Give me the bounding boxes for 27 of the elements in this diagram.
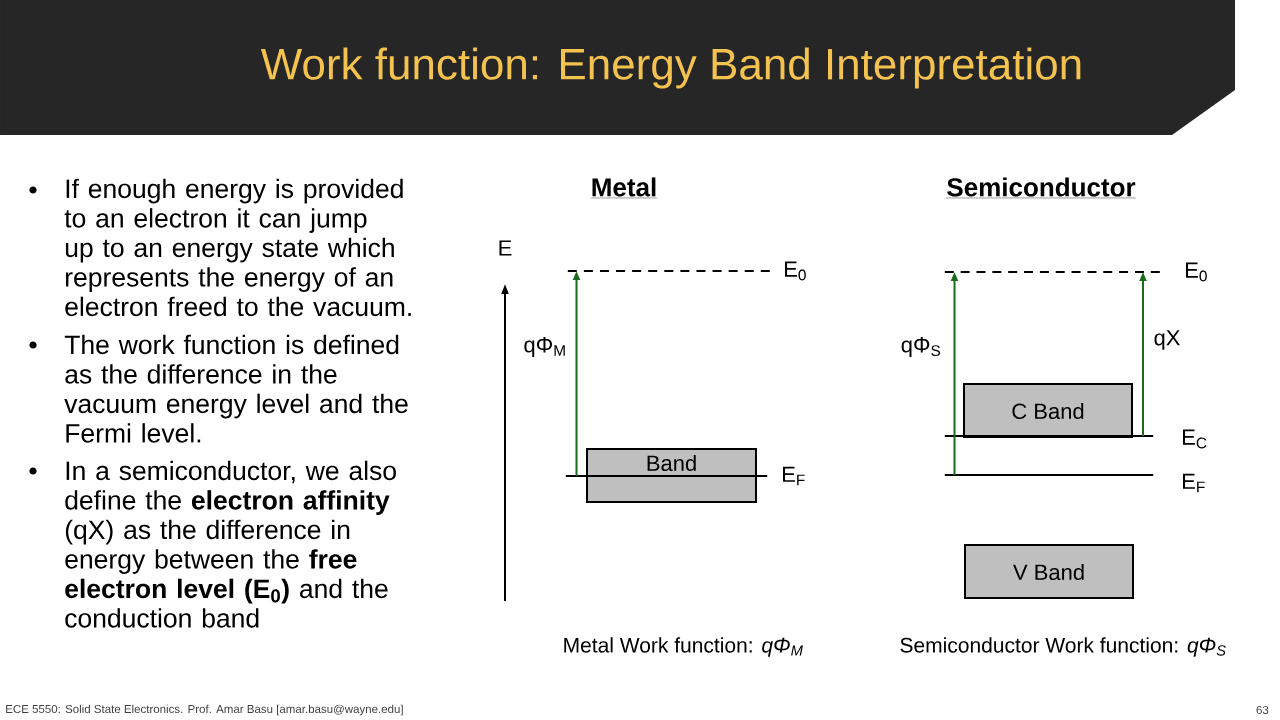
caption: Semiconductor Work function: qΦ$_{S}$: [900, 637, 1226, 657]
slide-title: Work function: Energy Band Interpretation: [260, 47, 1081, 89]
level-label: E$_{F}$: [1183, 473, 1205, 493]
band-box: Band: [586, 448, 757, 503]
axis-label: E: [499, 240, 512, 256]
bullet-text: The work function is defined as the difference in the vacuum energy level and the Fermi level.: [64, 334, 408, 443]
level-label: E$_{F}$: [783, 466, 805, 486]
page-number: 63: [1256, 705, 1269, 715]
caption: Metal Work function: qΦ$_{M}$: [564, 637, 803, 657]
band-box: C Band: [963, 383, 1133, 438]
edge-label: qΦ$_{M}$: [524, 337, 565, 357]
dashed-level-line: [943, 271, 1162, 273]
footer-text: ECE 5550: Solid State Electronics. Prof. Amar Basu [amar.basu@wayne.edu]: [6, 704, 403, 716]
edge-label: qX: [1154, 330, 1180, 350]
panel-heading: Semiconductor: [946, 177, 1136, 199]
level-line: [943, 474, 1155, 476]
panel-heading: Metal: [590, 177, 658, 199]
level-label: E$_{0}$: [1186, 262, 1207, 282]
band-box: V Band: [964, 544, 1134, 599]
level-line: [564, 475, 769, 477]
edge-label: qΦ$_{S}$: [901, 337, 941, 357]
level-label: E$_{C}$: [1183, 429, 1207, 449]
bullet-text: If enough energy is provided to an electron it can jump up to an energy state which represents the energy of an electron freed to the vacuum.: [64, 178, 411, 317]
dashed-level-line: [566, 270, 772, 272]
bullet-text: In a semiconductor, we also define the electron affinity (qX) as the difference in energy between the free electron level (E$_{0}$) and the conduction band: [65, 460, 396, 628]
level-label: E$_{0}$: [785, 261, 806, 281]
level-line: [943, 435, 1155, 437]
